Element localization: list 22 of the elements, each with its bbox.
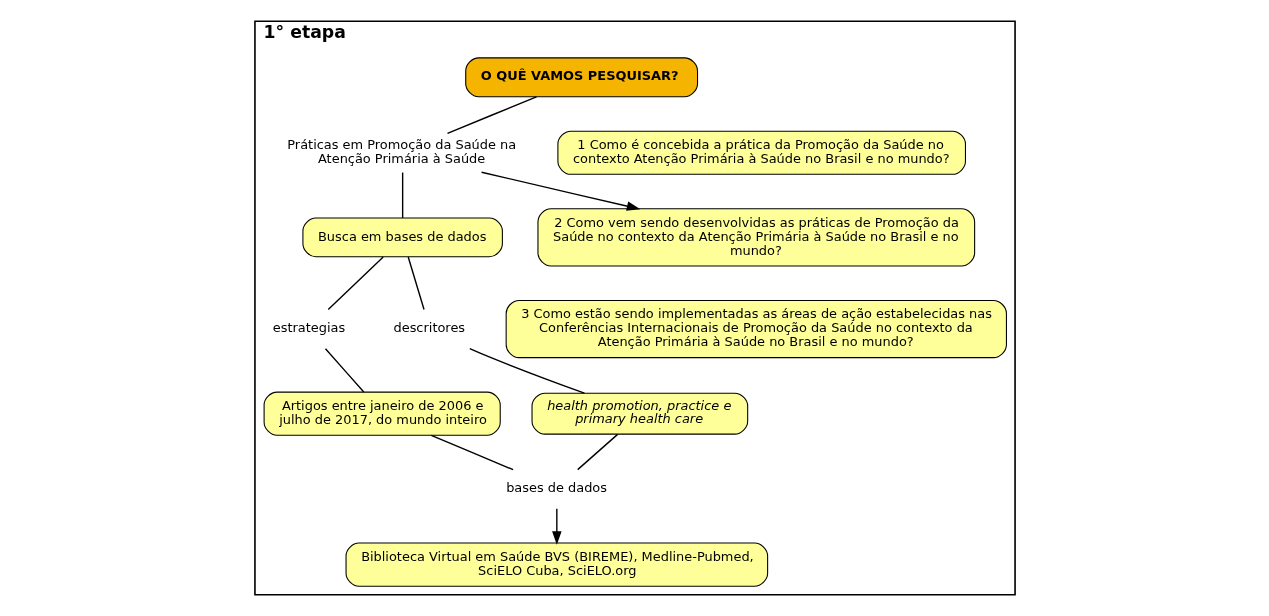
node-text: Práticas em Promoção da Saúde na Atenção Primária à Saúde: [286, 137, 516, 167]
node-text: estrategias: [272, 320, 345, 336]
connector: [468, 347, 585, 394]
connector: [430, 434, 514, 471]
node-box: Biblioteca Virtual em Saúde BVS (BIREME), Medline-Pubmed, SciELO Cuba, SciELO.org: [345, 542, 768, 587]
node-box: 1 Como é concebida a prática da Promoção da Saúde no contexto Atenção Primária à Saúde no Brasil e no mundo?: [556, 130, 966, 175]
connector: [407, 256, 425, 311]
node-text: bases de dados: [505, 480, 607, 496]
node-box: 2 Como vem sendo desenvolvidas as práticas de Promoção da Saúde no contexto da Atenção Primária à Saúde no Brasil e no mundo?: [536, 208, 975, 267]
connector: [401, 171, 403, 219]
node-box: 3 Como estão sendo implementadas as áreas de ação estabelecidas nas Conferências Internacionais de Promoção da Saúde no contexto da Atenção Primária à Saúde no Brasil e no mundo?: [505, 299, 1007, 359]
connector: [327, 256, 384, 311]
connector: [446, 96, 537, 134]
node-box: Busca em bases de dados: [301, 217, 503, 258]
node-box: health promotion, practice e primary health care: [531, 392, 748, 435]
node-box: Artigos entre janeiro de 2006 e julho de 2017, do mundo inteiro: [263, 391, 501, 436]
connector: [576, 433, 618, 471]
arrow: [480, 171, 640, 211]
connector: [324, 348, 364, 393]
node-text: descritores: [392, 320, 465, 336]
node-box: O QUÊ VAMOS PESQUISAR?: [464, 57, 698, 98]
arrow: [551, 508, 562, 545]
